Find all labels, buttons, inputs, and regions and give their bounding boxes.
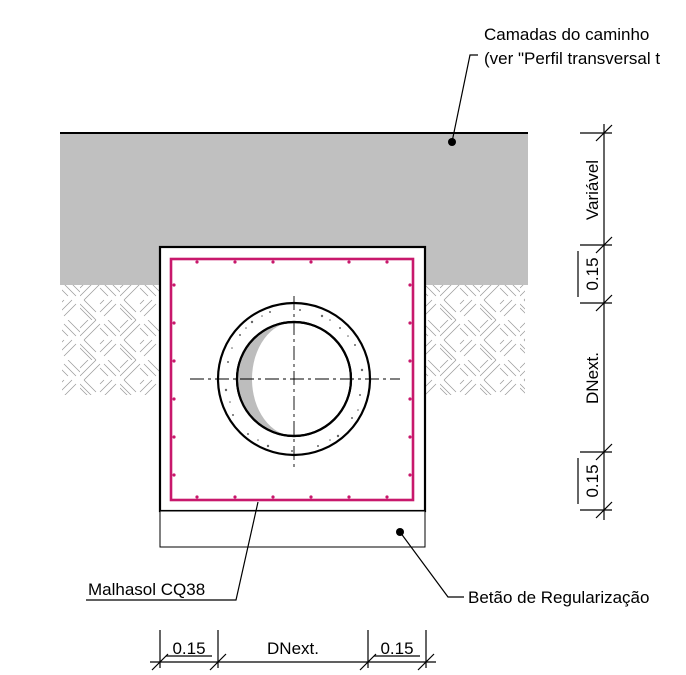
vertical-dimension-chain bbox=[577, 124, 613, 520]
road-layers-leader-dot bbox=[448, 138, 456, 146]
dim-pipe-diameter-horizontal: DNext. bbox=[267, 639, 319, 658]
road-layers-label: Camadas do caminho bbox=[484, 25, 649, 44]
dim-right-cover: 0.15 bbox=[380, 639, 413, 658]
road-layers-label-ref: (ver "Perfil transversal t bbox=[484, 49, 660, 68]
soil-hatch-left bbox=[62, 285, 160, 395]
dim-variable: Variável bbox=[583, 160, 602, 220]
horizontal-dimension-chain bbox=[150, 630, 436, 671]
soil-hatch-right bbox=[425, 285, 525, 395]
mesh-leader bbox=[86, 501, 259, 601]
regularization-concrete bbox=[159, 510, 426, 548]
dim-bottom-cover: 0.15 bbox=[583, 464, 602, 497]
dim-pipe-diameter-vertical: DNext. bbox=[583, 352, 602, 404]
pipe-wall-aggregate bbox=[224, 309, 364, 452]
regularization-label: Betão de Regularização bbox=[468, 588, 649, 607]
pipe-shadow bbox=[238, 323, 294, 435]
reinforcement-mesh bbox=[169, 257, 415, 502]
dim-left-cover: 0.15 bbox=[172, 639, 205, 658]
rebar-dots bbox=[172, 260, 412, 499]
regularization-leader bbox=[399, 531, 464, 598]
regularization-leader-dot bbox=[396, 528, 404, 536]
dim-top-cover: 0.15 bbox=[583, 257, 602, 290]
road-layers-leader bbox=[451, 54, 478, 143]
mesh-label: Malhasol CQ38 bbox=[88, 580, 205, 599]
center-lines bbox=[190, 296, 400, 470]
